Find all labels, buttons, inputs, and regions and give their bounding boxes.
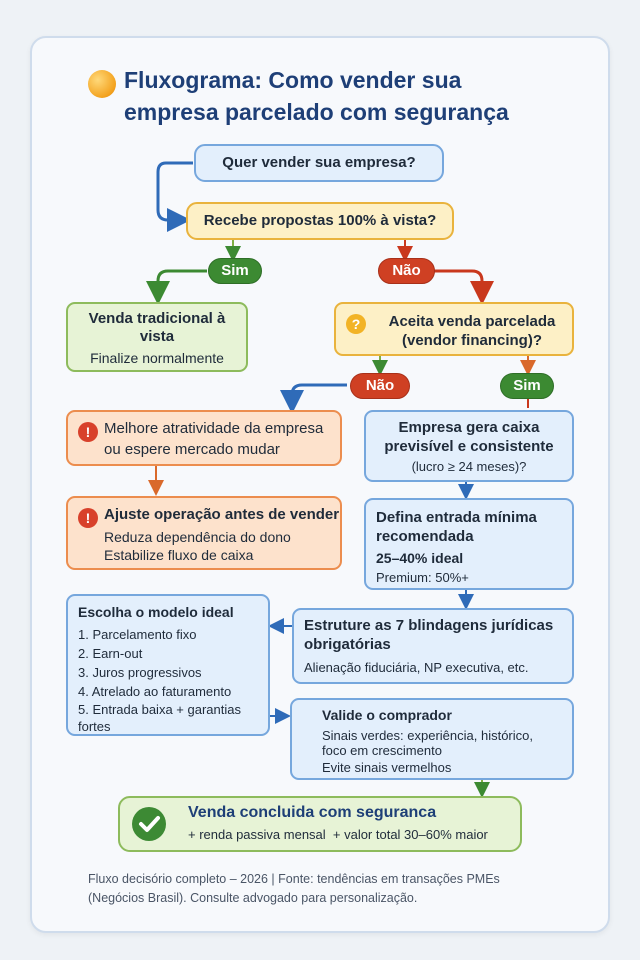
alert-icon: ! <box>78 508 98 528</box>
sale-completed-title: Venda concluida com seguranca <box>188 804 437 821</box>
yes-pill-1: Sim <box>208 258 262 284</box>
model-list: 1. Parcelamento fixo 2. Earn-out 3. Juro… <box>78 625 258 735</box>
alert-icon: ! <box>78 422 98 442</box>
validate-buyer-line-1: Sinais verdes: experiência, histórico, f… <box>322 728 533 758</box>
list-item: 3. Juros progressivos <box>78 665 202 680</box>
question-vendor-financing-node: ? Aceita venda parcelada (vendor financi… <box>334 302 574 356</box>
legal-protections-node: Estruture as 7 blindagens jurídicas obri… <box>292 608 574 684</box>
footer-note: Fluxo decisório completo – 2026 | Fonte:… <box>88 872 500 905</box>
adjust-operation-line-2: Estabilize fluxo de caixa <box>104 547 254 563</box>
validate-buyer-title: Valide o comprador <box>322 707 452 723</box>
yes-pill-2: Sim <box>500 373 554 399</box>
question-full-cash-label: Recebe propostas 100% à vista? <box>203 212 437 229</box>
sale-completed-node: Venda concluida com seguranca + renda pa… <box>118 796 522 852</box>
start-label: Quer vender sua empresa? <box>222 154 416 171</box>
traditional-sale-title: Venda tradicional à vista <box>88 310 226 345</box>
arrow-nao-to-q2 <box>434 269 494 305</box>
cash-flow-title: Empresa gera caixa previsível e consiste… <box>384 419 554 455</box>
adjust-operation-line-1: Reduza dependência do dono <box>104 529 291 545</box>
choose-model-title: Escolha o modelo ideal <box>78 604 234 620</box>
start-node: Quer vender sua empresa? <box>194 144 444 182</box>
minimum-entry-title: Defina entrada mínima recomendada <box>376 509 537 545</box>
choose-model-node: Escolha o modelo ideal 1. Parcelamento f… <box>66 594 270 736</box>
question-vendor-financing-label: Aceita venda parcelada (vendor financing… <box>388 313 556 349</box>
minimum-entry-ideal: 25–40% ideal <box>376 550 464 566</box>
arrow-sim-to-traditional <box>146 269 207 305</box>
list-item: 5. Entrada baixa + garantias fortes <box>78 702 241 734</box>
page-title: Fluxograma: Como vender sua empresa parc… <box>124 67 509 125</box>
no-pill-1: Não <box>378 258 435 284</box>
validate-buyer-node: Valide o comprador Sinais verdes: experi… <box>290 698 574 780</box>
improve-attractiveness-node: ! Melhore atratividade da empresa ou esp… <box>66 410 342 466</box>
cash-flow-node: Empresa gera caixa previsível e consiste… <box>364 410 574 482</box>
list-item: 2. Earn-out <box>78 646 143 661</box>
legal-protections-subtitle: Alienação fiduciária, NP executiva, etc. <box>304 660 529 675</box>
no-pill-2: Não <box>350 373 410 399</box>
sale-completed-subtitle: + renda passiva mensal + valor total 30–… <box>188 827 488 842</box>
minimum-entry-premium: Premium: 50%+ <box>376 570 469 585</box>
list-item: 4. Atrelado ao faturamento <box>78 684 232 699</box>
arrow-start-to-q1 <box>156 161 193 232</box>
traditional-sale-node: Venda tradicional à vista Finalize norma… <box>66 302 248 372</box>
flowchart-card <box>30 36 610 933</box>
minimum-entry-node: Defina entrada mínima recomendada 25–40%… <box>364 498 574 590</box>
improve-attractiveness-label: Melhore atratividade da empresa ou esper… <box>104 420 324 458</box>
orange-dot-icon <box>88 70 116 98</box>
question-full-cash-node: Recebe propostas 100% à vista? <box>186 202 454 240</box>
traditional-sale-subtitle: Finalize normalmente <box>90 350 224 366</box>
adjust-operation-node: ! Ajuste operação antes de vender Reduza… <box>66 496 342 570</box>
legal-protections-title: Estruture as 7 blindagens jurídicas obri… <box>304 617 554 653</box>
check-icon <box>132 807 166 841</box>
list-item: 1. Parcelamento fixo <box>78 627 197 642</box>
arrow-nao2-to-improve <box>280 383 347 414</box>
adjust-operation-title: Ajuste operação antes de vender <box>104 506 340 523</box>
question-icon: ? <box>346 314 366 334</box>
validate-buyer-line-2: Evite sinais vermelhos <box>322 760 452 775</box>
cash-flow-subtitle: (lucro ≥ 24 meses)? <box>411 459 527 474</box>
